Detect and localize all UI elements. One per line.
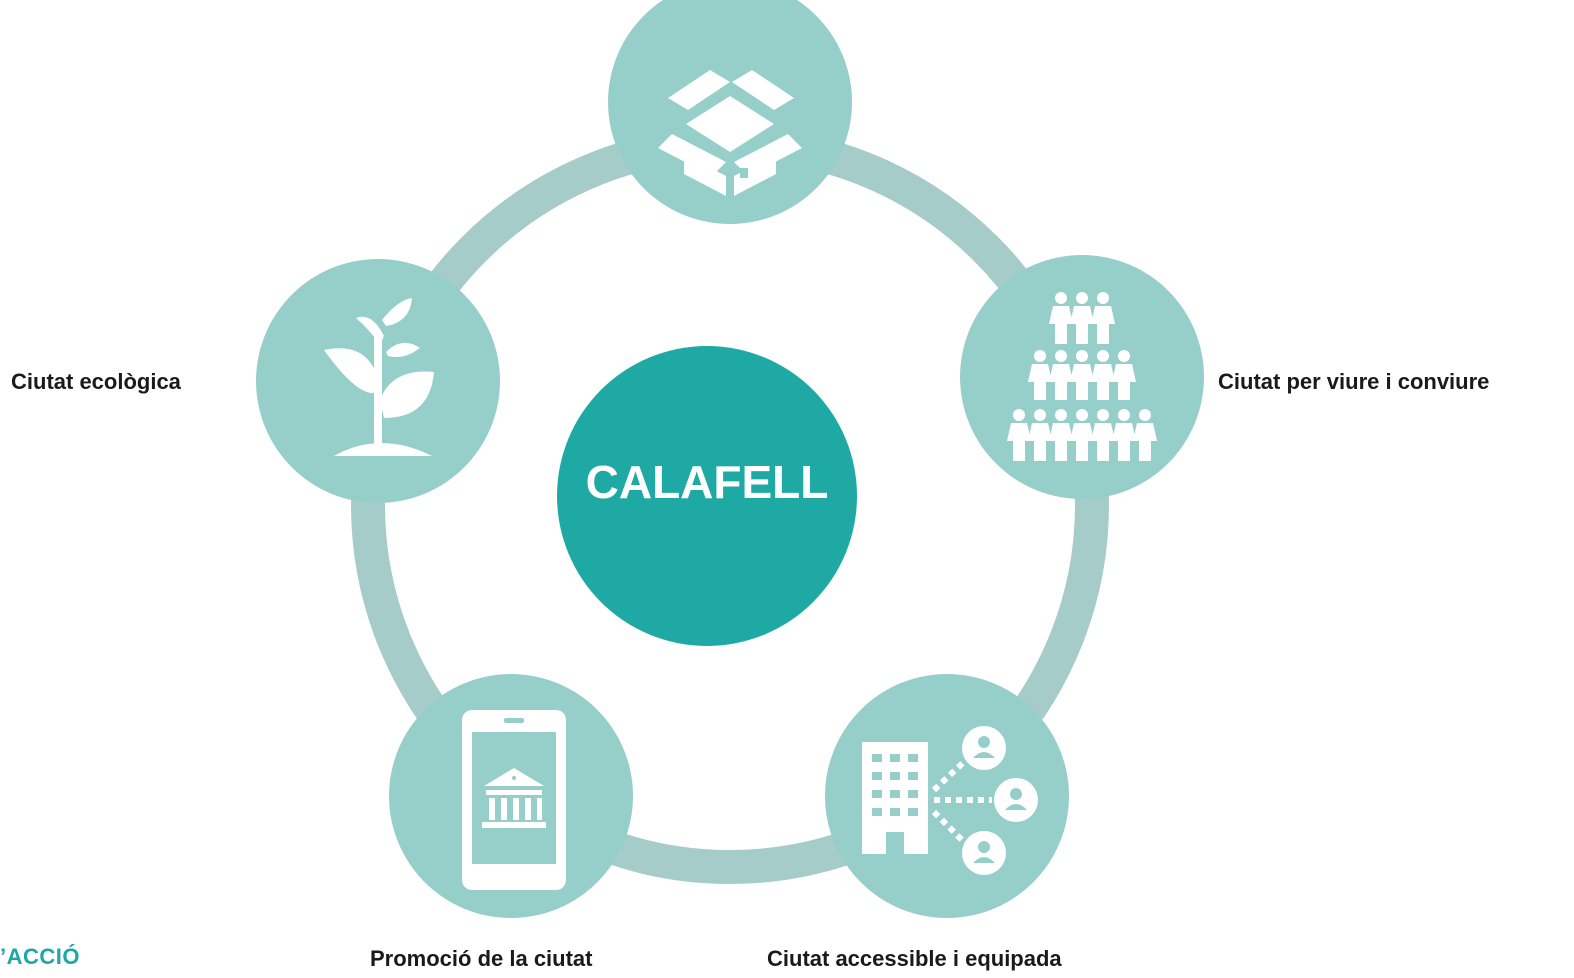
people-pyramid-icon bbox=[1007, 292, 1157, 461]
building-network-icon bbox=[862, 726, 1038, 875]
plant-icon bbox=[324, 298, 434, 456]
footer-fragment: ’ACCIÓ bbox=[0, 944, 80, 969]
mobile-bank-icon bbox=[462, 710, 566, 890]
node-label-bottom-left: Promoció de la ciutat bbox=[370, 946, 593, 971]
node-label-right: Ciutat per viure i conviure bbox=[1218, 369, 1490, 394]
center-circle bbox=[557, 346, 857, 646]
node-circle-bottom-right bbox=[825, 674, 1069, 918]
box-label-mark bbox=[740, 168, 748, 178]
open-box-icon bbox=[658, 70, 802, 196]
node-label-bottom-right: Ciutat accessible i equipada bbox=[767, 946, 1062, 971]
center-label: CALAFELL bbox=[585, 456, 829, 508]
node-label-left: Ciutat ecològica bbox=[11, 369, 181, 394]
